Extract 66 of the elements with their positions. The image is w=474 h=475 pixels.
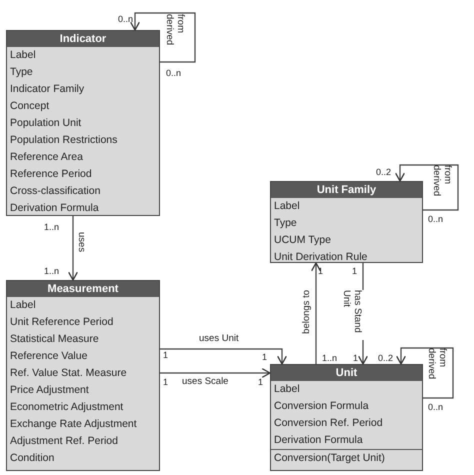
class-name: Unit Family <box>271 182 422 198</box>
attribute-text: Derivation Formula <box>273 433 364 448</box>
attribute-text: Type <box>9 65 34 80</box>
multiplicity-label: 1 <box>163 377 168 387</box>
attribute-text: UCUM Type <box>273 233 332 248</box>
attribute-text: Derivation Formula <box>9 201 100 216</box>
attribute-text: Ref. Value Stat. Measure <box>9 366 128 381</box>
multiplicity-label: 1..n <box>322 353 338 363</box>
multiplicity-label: 1 <box>163 350 168 360</box>
class-box <box>6 30 160 216</box>
attribute-text: Label <box>273 382 301 397</box>
association-arrow <box>160 368 271 378</box>
edge-label: derived from <box>425 348 449 382</box>
association-arrow <box>396 347 454 399</box>
attribute-text: Condition <box>9 451 56 466</box>
multiplicity-label: 0..n <box>428 402 444 412</box>
association-arrow <box>394 164 459 211</box>
association-arrow <box>130 12 196 63</box>
multiplicity-label: 1 <box>352 266 358 276</box>
attribute-text: Econometric Adjustment <box>9 400 124 415</box>
class-name: Measurement <box>7 281 159 297</box>
attribute-text: Conversion Formula <box>273 399 370 414</box>
class-box <box>270 364 423 471</box>
attribute-text: Label <box>9 298 37 313</box>
attribute-text: Population Unit <box>9 116 82 131</box>
multiplicity-label: 1 <box>258 377 264 387</box>
multiplicity-label: 0..n <box>166 68 182 78</box>
operation-text: Conversion(Target Unit) <box>271 449 422 467</box>
class-name: Unit <box>271 365 422 381</box>
attribute-text: Reference Area <box>9 150 84 165</box>
multiplicity-label: 0..2 <box>376 167 392 177</box>
attribute-text: Label <box>9 48 37 63</box>
attribute-text: Statistical Measure <box>9 332 100 347</box>
association-arrow <box>160 348 288 365</box>
multiplicity-label: 1..n <box>44 222 60 232</box>
multiplicity-label: 0..n <box>118 14 134 24</box>
attribute-text: Reference Value <box>9 349 88 364</box>
attribute-text: Unit Derivation Rule <box>273 250 368 265</box>
multiplicity-label: 0..n <box>428 214 444 224</box>
attribute-text: Indicator Family <box>9 82 86 97</box>
attribute-text: Price Adjustment <box>9 383 90 398</box>
attribute-text: Type <box>273 216 298 231</box>
attribute-text: Population Restrictions <box>9 133 118 148</box>
attribute-text: Reference Period <box>9 167 93 182</box>
class-box <box>270 181 423 263</box>
association-arrow <box>68 216 78 281</box>
attribute-text: Label <box>273 199 301 214</box>
edge-label: uses Scale <box>181 376 230 387</box>
multiplicity-label: 0..2 <box>378 353 394 363</box>
attribute-text: Cross-classification <box>9 184 102 199</box>
attribute-text: Exchange Rate Adjustment <box>9 417 138 432</box>
class-box <box>6 280 160 471</box>
attribute-text: Adjustment Ref. Period <box>9 434 119 449</box>
edge-label: derived from <box>163 14 187 48</box>
attribute-text: Concept <box>9 99 50 114</box>
class-name: Indicator <box>7 31 159 47</box>
multiplicity-label: 1 <box>353 353 358 363</box>
multiplicity-label: 1 <box>318 266 324 276</box>
edge-label: belongs to <box>300 290 313 334</box>
association-arrow <box>310 262 322 364</box>
attribute-text: Unit Reference Period <box>9 315 114 330</box>
edge-label: derived from <box>430 165 454 198</box>
multiplicity-label: 1 <box>262 352 268 362</box>
attribute-text: Conversion Ref. Period <box>273 416 384 431</box>
multiplicity-label: 1..n <box>44 266 60 276</box>
edge-label: uses Unit <box>198 333 240 344</box>
